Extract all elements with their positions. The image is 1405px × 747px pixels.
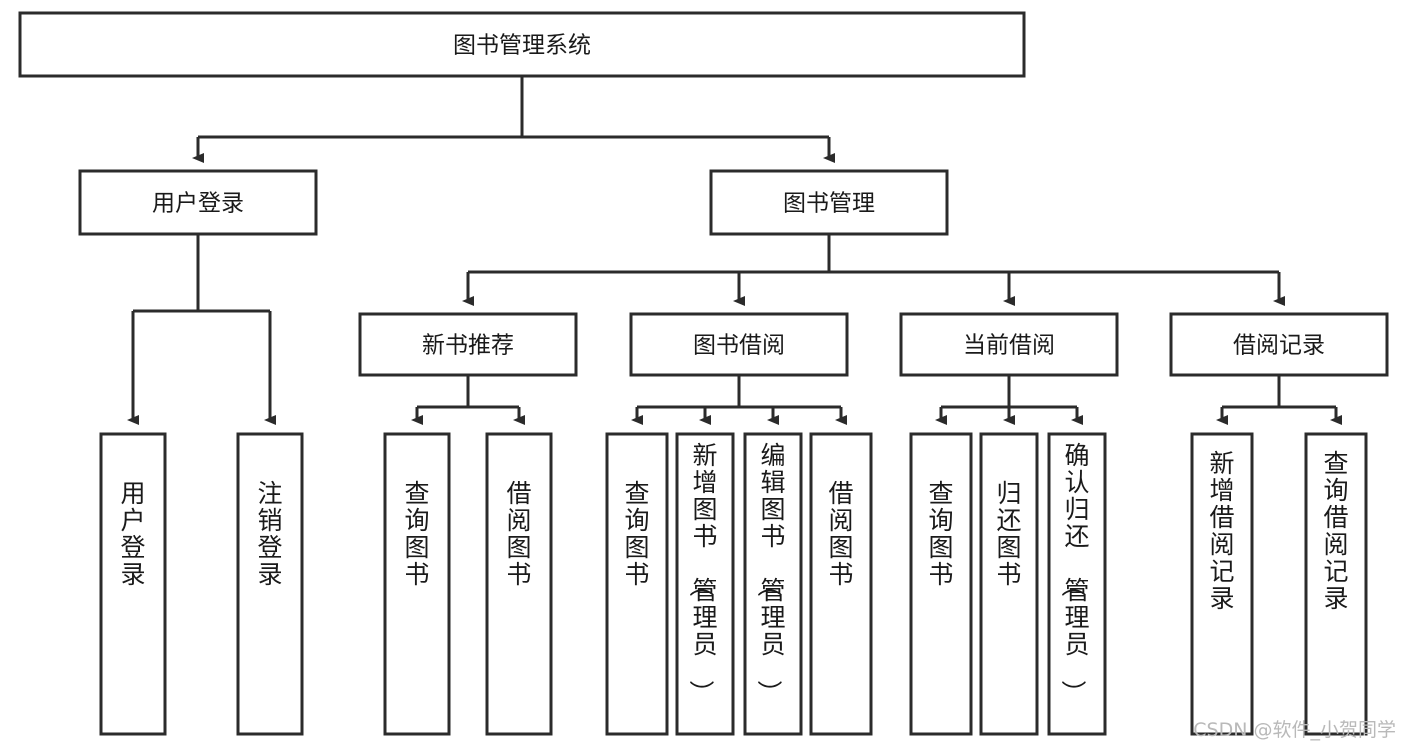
leaf-add-book-box[interactable]	[675, 432, 735, 736]
node-leaf-add-record[interactable]: 新增借阅记录	[1190, 432, 1254, 736]
node-current-borrow[interactable]: 当前借阅	[899, 312, 1119, 377]
connectors	[127, 76, 1342, 425]
node-book-management[interactable]: 图书管理	[709, 169, 949, 236]
node-leaf-logout-login[interactable]: 注销登录	[236, 432, 304, 736]
leaf-user-login-box[interactable]	[99, 432, 167, 736]
root-label: 图书管理系统	[453, 33, 591, 59]
leaf-borrow-book-2-box[interactable]	[809, 432, 873, 736]
leaf-return-book-box[interactable]	[979, 432, 1039, 736]
leaf-query-book-1-label: 查询图书	[404, 479, 429, 589]
leaf-query-book-3-label: 查询图书	[928, 479, 953, 589]
node-leaf-user-login[interactable]: 用户登录	[99, 432, 167, 736]
leaf-user-login-label: 用户登录	[120, 479, 145, 589]
leaf-query-book-3-box[interactable]	[909, 432, 973, 736]
leaf-edit-book-box[interactable]	[743, 432, 803, 736]
node-leaf-query-record[interactable]: 查询借阅记录	[1304, 432, 1368, 736]
node-user-login[interactable]: 用户登录	[78, 169, 318, 236]
leaf-logout-login-box[interactable]	[236, 432, 304, 736]
leaf-add-record-box[interactable]	[1190, 432, 1254, 736]
leaf-query-book-2-box[interactable]	[605, 432, 669, 736]
watermark-text: CSDN @软件_小贺同学	[1193, 719, 1396, 741]
leaf-borrow-book-1-box[interactable]	[485, 432, 553, 736]
node-leaf-confirm-return[interactable]: 确认归还（管理员）	[1047, 432, 1107, 736]
book-management-label: 图书管理	[783, 191, 875, 217]
node-new-book-recommend[interactable]: 新书推荐	[358, 312, 578, 377]
book-borrow-label: 图书借阅	[693, 333, 785, 359]
new-book-recommend-box[interactable]	[358, 312, 578, 377]
node-borrow-record[interactable]: 借阅记录	[1169, 312, 1389, 377]
leaf-add-book-label: 新增图书（管理员）	[686, 441, 717, 705]
new-book-recommend-label: 新书推荐	[422, 333, 514, 359]
root-box[interactable]	[18, 11, 1026, 78]
leaf-query-book-1-box[interactable]	[383, 432, 451, 736]
user-login-box[interactable]	[78, 169, 318, 236]
leaf-query-book-2-label: 查询图书	[624, 479, 649, 589]
node-book-borrow[interactable]: 图书借阅	[629, 312, 849, 377]
leaf-borrow-book-2-label: 借阅图书	[828, 479, 853, 589]
borrow-record-box[interactable]	[1169, 312, 1389, 377]
leaf-return-book-label: 归还图书	[996, 479, 1021, 589]
node-leaf-borrow-book-2[interactable]: 借阅图书	[809, 432, 873, 736]
current-borrow-box[interactable]	[899, 312, 1119, 377]
node-leaf-query-book-3[interactable]: 查询图书	[909, 432, 973, 736]
leaf-add-record-label: 新增借阅记录	[1209, 449, 1234, 613]
book-borrow-box[interactable]	[629, 312, 849, 377]
node-leaf-add-book[interactable]: 新增图书（管理员）	[675, 432, 735, 736]
node-leaf-edit-book[interactable]: 编辑图书（管理员）	[743, 432, 803, 736]
leaf-query-record-box[interactable]	[1304, 432, 1368, 736]
leaf-logout-login-label: 注销登录	[257, 479, 282, 589]
leaf-borrow-book-1-label: 借阅图书	[506, 479, 531, 589]
leaf-query-record-label: 查询借阅记录	[1323, 449, 1348, 613]
node-leaf-borrow-book-1[interactable]: 借阅图书	[485, 432, 553, 736]
node-root[interactable]: 图书管理系统	[18, 11, 1026, 78]
node-leaf-return-book[interactable]: 归还图书	[979, 432, 1039, 736]
leaf-confirm-return-label: 确认归还（管理员）	[1058, 441, 1089, 705]
borrow-record-label: 借阅记录	[1233, 333, 1325, 359]
node-leaf-query-book-1[interactable]: 查询图书	[383, 432, 451, 736]
node-leaf-query-book-2[interactable]: 查询图书	[605, 432, 669, 736]
current-borrow-label: 当前借阅	[963, 333, 1055, 359]
user-login-label: 用户登录	[152, 191, 244, 217]
book-management-box[interactable]	[709, 169, 949, 236]
leaf-confirm-return-box[interactable]	[1047, 432, 1107, 736]
leaf-edit-book-label: 编辑图书（管理员）	[754, 441, 785, 705]
